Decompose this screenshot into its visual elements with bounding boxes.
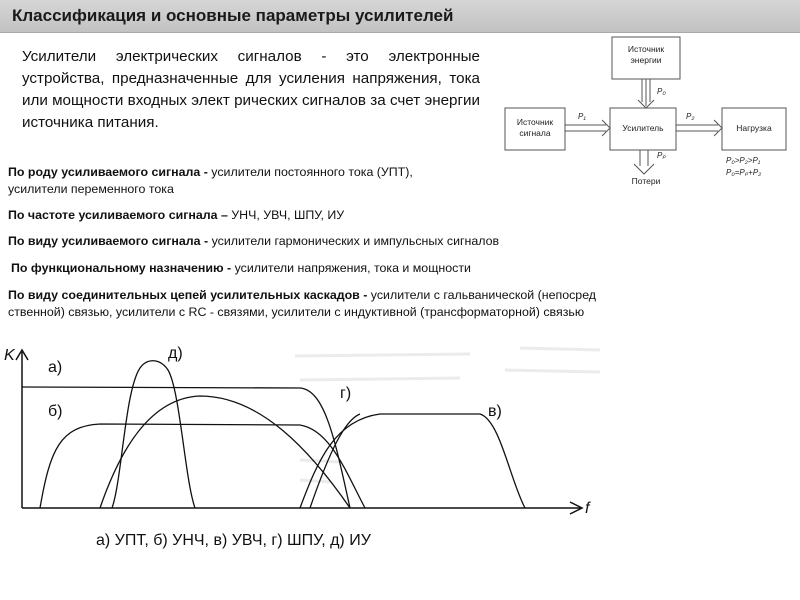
y-axis-label: K bbox=[4, 347, 16, 364]
class-text-1: усилители постоянного тока (УПТ), bbox=[211, 165, 413, 179]
class-label-1: По роду усиливаемого сигнала - bbox=[8, 165, 212, 179]
class-text-5: усилители с гальванической (непосред bbox=[370, 288, 597, 302]
amplifier-box bbox=[609, 107, 677, 151]
relation-2: P₀=Pₚ+P₂ bbox=[726, 168, 761, 177]
curve-g bbox=[99, 395, 351, 509]
page-title: Классификация и основные параметры усили… bbox=[12, 6, 454, 25]
title-bar: Классификация и основные параметры усили… bbox=[0, 0, 800, 33]
label-a: а) bbox=[48, 359, 62, 376]
class-text-2: УНЧ, УВЧ, ШПУ, ИУ bbox=[231, 208, 345, 222]
relation-1: P₀>P₂>P₁ bbox=[726, 156, 761, 165]
label-v: в) bbox=[488, 403, 502, 420]
source-energy-label-1: Источник bbox=[628, 44, 665, 54]
class-label-3: По виду усиливаемого сигнала - bbox=[8, 234, 212, 248]
class-line-1: По роду усиливаемого сигнала - усилители… bbox=[8, 164, 788, 198]
losses-label: Потери bbox=[632, 176, 661, 186]
p-out-label: P₂ bbox=[686, 112, 694, 121]
class-text-1b: усилители переменного тока bbox=[8, 182, 174, 196]
label-b: б) bbox=[48, 403, 63, 420]
amplifier-label: Усилитель bbox=[622, 123, 664, 133]
load-label: Нагрузка bbox=[736, 123, 772, 133]
p-loss-label: Pₚ bbox=[657, 151, 666, 160]
class-text-5b: ственной) связью, усилители с RC - связя… bbox=[8, 305, 585, 319]
source-signal-label-1: Источник bbox=[517, 117, 554, 127]
frequency-response-graph: K f а) б) д) г) в) bbox=[4, 345, 601, 517]
class-text-4: усилители напряжения, тока и мощности bbox=[234, 261, 471, 275]
x-axis-label: f bbox=[585, 500, 591, 517]
class-line-5: По виду соединительных цепей усилительны… bbox=[8, 287, 788, 321]
intro-paragraph: Усилители электрических сигналов - это э… bbox=[22, 48, 480, 131]
class-label-4: По функциональному назначению - bbox=[11, 261, 235, 275]
source-energy-box bbox=[611, 36, 681, 80]
class-line-4: По функциональному назначению - усилител… bbox=[11, 260, 791, 277]
source-energy-label-2: энергии bbox=[630, 55, 661, 65]
label-g: г) bbox=[340, 385, 351, 402]
curve-a bbox=[21, 386, 351, 509]
label-d: д) bbox=[168, 345, 183, 362]
class-text-3: усилители гармонических и импульсных сиг… bbox=[211, 234, 500, 248]
class-line-2: По частоте усиливаемого сигнала – УНЧ, У… bbox=[8, 207, 788, 224]
curve-d bbox=[111, 360, 196, 509]
p-in-label: P₁ bbox=[578, 112, 586, 121]
source-signal-box bbox=[504, 107, 566, 151]
curve-b bbox=[39, 423, 366, 509]
p-supply-label: P₀ bbox=[657, 87, 666, 96]
source-signal-label-2: сигнала bbox=[519, 128, 550, 138]
graph-caption: а) УПТ, б) УНЧ, в) УВЧ, г) ШПУ, д) ИУ bbox=[96, 532, 371, 549]
class-label-5: По виду соединительных цепей усилительны… bbox=[8, 288, 371, 302]
class-line-3: По виду усиливаемого сигнала - усилители… bbox=[8, 233, 788, 250]
amplifier-block-diagram: Источник энергии Источник сигнала Усилит… bbox=[504, 36, 787, 186]
load-box bbox=[721, 107, 787, 151]
curve-g-right bbox=[309, 413, 361, 509]
class-label-2: По частоте усиливаемого сигнала – bbox=[8, 208, 232, 222]
curve-v bbox=[299, 413, 526, 509]
